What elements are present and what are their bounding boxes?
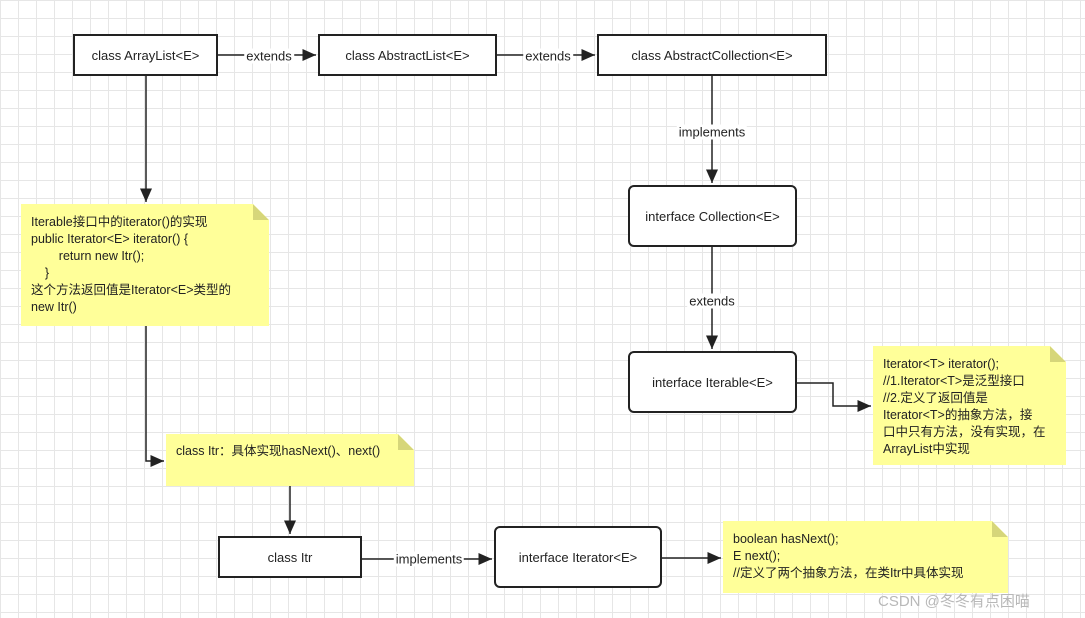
edge-label-extends: extends: [523, 48, 573, 64]
class-abstractlist[interactable]: class AbstractList<E>: [318, 34, 497, 76]
watermark: CSDN @冬冬有点困喵: [878, 593, 1030, 610]
edge-iterable-note: [797, 382, 871, 412]
note-iterator-methods[interactable]: boolean hasNext(); E next(); //定义了两个抽象方法…: [723, 521, 1008, 593]
interface-iterable[interactable]: interface Iterable<E>: [628, 351, 797, 413]
note-text: Iterator<T> iterator(); //1.Iterator<T>是…: [883, 357, 1046, 456]
edge-label-implements: implements: [676, 124, 748, 140]
note-text: class Itr：具体实现hasNext()、next(): [176, 444, 381, 458]
interface-iterator[interactable]: interface Iterator<E>: [494, 526, 662, 588]
class-abstractcollection[interactable]: class AbstractCollection<E>: [597, 34, 827, 76]
note-text: boolean hasNext(); E next(); //定义了两个抽象方法…: [733, 532, 964, 580]
class-arraylist[interactable]: class ArrayList<E>: [73, 34, 218, 76]
note-text: Iterable接口中的iterator()的实现 public Iterato…: [31, 215, 232, 314]
edge-label-implements: implements: [393, 551, 465, 567]
edge-label-extends: extends: [244, 48, 294, 64]
note-iterable-method[interactable]: Iterator<T> iterator(); //1.Iterator<T>是…: [873, 346, 1066, 465]
interface-collection[interactable]: interface Collection<E>: [628, 185, 797, 247]
edge-label-extends: extends: [687, 293, 737, 309]
note-iterator-impl[interactable]: Iterable接口中的iterator()的实现 public Iterato…: [21, 204, 269, 326]
edge-note-itrnote: [145, 326, 164, 467]
note-itr-class[interactable]: class Itr：具体实现hasNext()、next(): [166, 434, 414, 486]
class-itr[interactable]: class Itr: [218, 536, 362, 578]
